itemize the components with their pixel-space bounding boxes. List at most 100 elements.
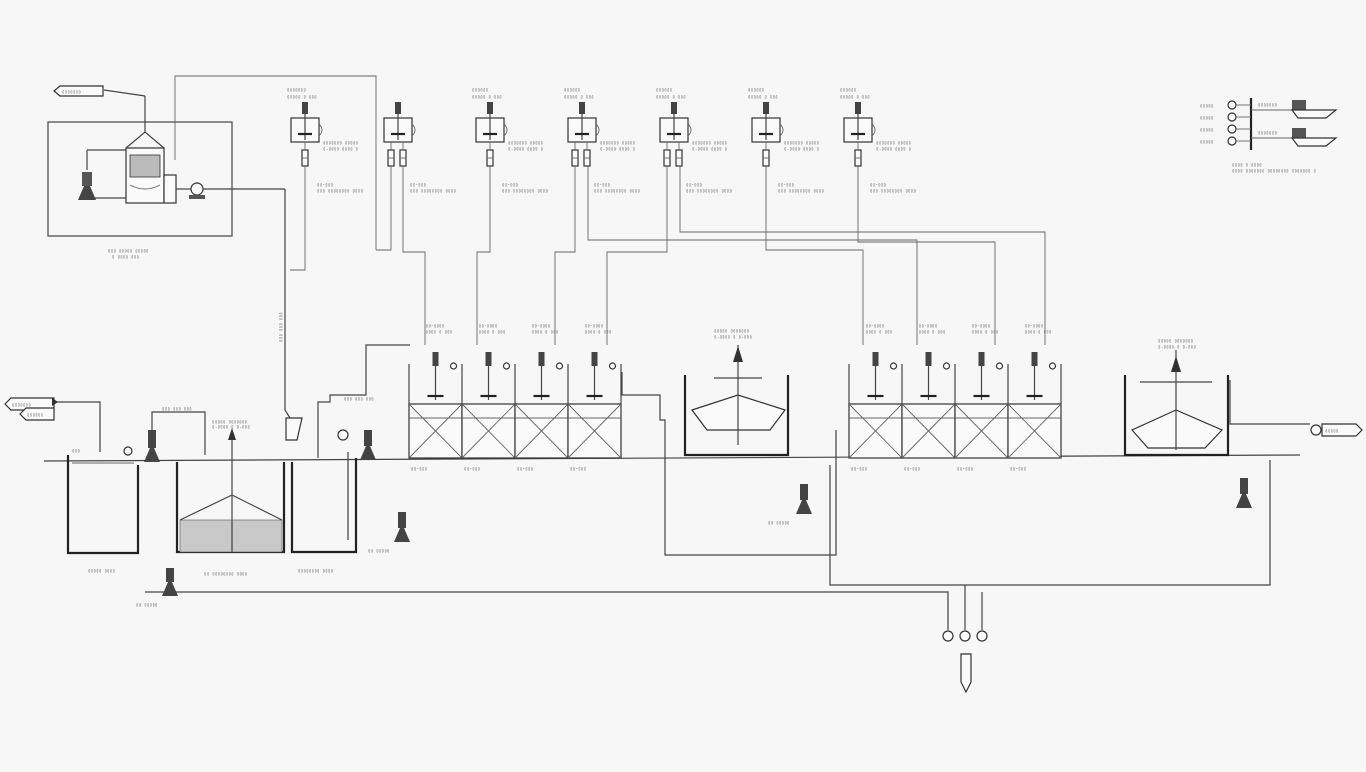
train2-tank-2: ▯▯-▯▯▯▯▯▯▯▯ ▯ ▯▯▯ ▯▯-▯▯▯ <box>901 324 956 472</box>
agitator-motor-icon <box>855 102 861 114</box>
pump-tag-2: ▯▯ ▯▯▯▯▯ <box>136 603 158 608</box>
clarifier-3: ▯▯▯▯▯ ▯▯▯▯▯▯▯ ▯.▯▯▯▯ ▯ ▯.▯▯▯ <box>1123 339 1230 457</box>
dosing-lines <box>290 166 1046 345</box>
dosing-line-2 <box>376 166 392 251</box>
legend-pump-1: ▯▯▯▯▯▯▯ <box>1251 100 1338 119</box>
train2-mixer-tag-1: ▯▯-▯▯▯▯ <box>866 324 885 329</box>
transfer-pump-1-icon <box>144 430 160 462</box>
outlet-tag: ▯▯▯▯▯ <box>1310 423 1363 437</box>
sludge-tank-tag: ▯▯▯▯▯▯▯▯ ▯▯▯▯ <box>298 569 333 574</box>
pump-spec-3: ▯.▯▯▯▯ ▯▯▯▯ ▯ <box>508 147 543 152</box>
pipe-label-2: ▯▯▯ ▯▯▯ ▯▯▯ <box>344 397 374 402</box>
legend-pump-2: ▯▯▯▯▯▯▯ <box>1251 128 1338 147</box>
legend-valve-icon <box>1227 112 1237 122</box>
train1-mixer-spec-4: ▯▯▯▯ ▯ ▯▯▯ <box>585 330 612 335</box>
legend-caption-2: ▯▯▯▯ ▯▯▯▯▯▯▯ ▯▯▯▯▯▯▯▯ ▯▯▯▯▯▯▯ ▯ <box>1232 169 1316 174</box>
exhaust-outlet-tag: ▯▯▯▯▯▯▯ <box>53 85 104 97</box>
train1-mixer-tag-3: ▯▯-▯▯▯▯ <box>532 324 551 329</box>
train1-tank-tag-2: ▯▯-▯▯▯ <box>464 467 480 472</box>
dosing-name-5: ▯▯▯▯▯▯ <box>656 88 672 93</box>
train2-tank-4: ▯▯-▯▯▯▯▯▯▯▯ ▯ ▯▯▯▯▯-▯▯▯ <box>1007 324 1062 472</box>
train2-mixer-tag-2: ▯▯-▯▯▯▯ <box>919 324 938 329</box>
pipe-label-vent: ▯▯▯ ▯▯▯ ▯▯▯ <box>279 312 284 342</box>
train1-tank-1: ▯▯-▯▯▯▯▯▯▯▯ ▯ ▯▯▯▯▯-▯▯▯ <box>408 324 463 472</box>
legend-pump-icon <box>1292 128 1306 138</box>
train1-tank-tag-4: ▯▯-▯▯▯ <box>570 467 586 472</box>
clarifier-1-name: ▯▯▯▯▯ ▯▯▯▯▯▯▯ <box>212 420 247 425</box>
train2-tank-tag-3: ▯▯-▯▯▯ <box>957 467 973 472</box>
dosing-spec-6: ▯▯▯▯▯ ▯ ▯▯▯ <box>748 95 778 100</box>
dosing-name-7: ▯▯▯▯▯▯ <box>840 88 856 93</box>
clarifier-1: ▯▯▯▯▯ ▯▯▯▯▯▯▯ ▯.▯▯▯▯ ▯ ▯.▯▯▯ ▯▯ ▯▯▯▯▯▯▯▯… <box>175 420 286 577</box>
mixer-motor-icon <box>538 352 545 366</box>
train2-tank-3: ▯▯-▯▯▯▯▯▯▯▯ ▯ ▯▯▯▯▯-▯▯▯ <box>954 324 1009 472</box>
dosing-spec-3: ▯▯▯▯▯ ▯ ▯▯▯ <box>472 95 502 100</box>
train2-tank-1: ▯▯-▯▯▯▯▯▯▯▯ ▯ ▯▯▯ ▯▯-▯▯▯ <box>848 324 903 472</box>
pump-name-7: ▯▯▯▯▯▯▯ ▯▯▯▯▯ <box>876 141 911 146</box>
mixer-motor-icon <box>485 352 492 366</box>
dosing-line-5 <box>554 166 576 345</box>
clarifier-3-name: ▯▯▯▯▯ ▯▯▯▯▯▯▯ <box>1158 339 1193 344</box>
clarifier-3-spec: ▯.▯▯▯▯ ▯ ▯.▯▯▯ <box>1158 345 1196 350</box>
train2-tank-tag-2: ▯▯-▯▯▯ <box>904 467 920 472</box>
outlet-label: ▯▯▯▯▯ <box>1325 429 1339 434</box>
mixer-motor-icon <box>978 352 985 366</box>
inlet-tags: ▯▯▯▯▯▯▯ ▯▯▯▯▯▯ <box>4 397 101 452</box>
dosing-tag-desc-5: ▯▯▯ ▯▯▯▯▯▯▯▯ ▯▯▯▯ <box>686 189 732 194</box>
dosing-name-4: ▯▯▯▯▯▯ <box>564 88 580 93</box>
dosing-name-1: ▯▯▯▯▯▯▯ <box>287 88 306 93</box>
dosing-spec-7: ▯▯▯▯▯ ▯ ▯▯▯ <box>840 95 870 100</box>
pump-spec-5: ▯.▯▯▯▯ ▯▯▯▯ ▯ <box>692 147 727 152</box>
dosing-line-7 <box>606 166 668 345</box>
dosing-line-9 <box>765 166 864 345</box>
pump-tag-1: ▯▯ ▯▯▯▯▯ <box>368 549 390 554</box>
sludge-valves <box>942 630 988 642</box>
legend-valve-icon <box>1227 124 1237 134</box>
agitator-motor-icon <box>671 102 677 114</box>
dosing-tag-5: ▯▯-▯▯▯ <box>686 183 702 188</box>
train1-tank-4: ▯▯-▯▯▯▯▯▯▯▯ ▯ ▯▯▯ ▯▯-▯▯▯ <box>567 324 622 472</box>
train2-mixer-spec-1: ▯▯▯▯ ▯ ▯▯▯ <box>866 330 893 335</box>
legend-block: ▯▯▯▯▯▯▯▯▯▯▯▯▯▯▯▯▯▯▯▯▯▯▯▯▯▯▯▯▯▯▯▯▯▯ ▯▯▯▯ … <box>1200 98 1338 174</box>
mixer-motor-icon <box>872 352 879 366</box>
pump-spec-7: ▯.▯▯▯▯ ▯▯▯▯ ▯ <box>876 147 911 152</box>
clarifier-2-name: ▯▯▯▯▯ ▯▯▯▯▯▯▯ <box>714 329 749 334</box>
legend-pump-icon <box>1292 100 1306 110</box>
equalization-tank: ▯▯▯ ▯▯▯▯▯ ▯▯▯▯ <box>66 446 140 574</box>
train1-mixer-tag-4: ▯▯-▯▯▯▯ <box>585 324 604 329</box>
train1-mixer-spec-2: ▯▯▯▯ ▯ ▯▯▯ <box>479 330 506 335</box>
legend-item-2: ▯▯▯▯▯ <box>1200 112 1251 122</box>
train2-mixer-tag-4: ▯▯-▯▯▯▯ <box>1025 324 1044 329</box>
legend-item-3: ▯▯▯▯▯ <box>1200 124 1251 134</box>
pump-name-1: ▯▯▯▯▯▯▯ ▯▯▯▯▯ <box>323 141 358 146</box>
scrubber-package <box>47 89 285 237</box>
dosing-tag-6: ▯▯-▯▯▯ <box>778 183 794 188</box>
dosing-line-4 <box>476 166 491 345</box>
dosing-unit-2: ▯▯-▯▯▯▯▯▯ ▯▯▯▯▯▯▯▯ ▯▯▯▯ <box>383 102 456 194</box>
mixer-motor-icon <box>591 352 598 366</box>
train2-mixer-spec-2: ▯▯▯▯ ▯ ▯▯▯ <box>919 330 946 335</box>
svg-text:▯▯▯▯▯: ▯▯▯▯▯ <box>1200 104 1214 109</box>
dosing-tag-desc-7: ▯▯▯ ▯▯▯▯▯▯▯▯ ▯▯▯▯ <box>870 189 916 194</box>
legend-valve-icon <box>1227 136 1237 146</box>
agitator-motor-icon <box>302 102 308 114</box>
sludge-pump-4-icon <box>796 484 812 514</box>
sludge-outlet-arrow-icon <box>960 653 972 694</box>
clarifier-2-spec: ▯.▯▯▯▯ ▯ ▯.▯▯▯ <box>714 335 752 340</box>
legend-caption-1: ▯▯▯▯ ▯ ▯▯▯▯ <box>1232 163 1262 168</box>
pump-spec-6: ▯.▯▯▯▯ ▯▯▯▯ ▯ <box>784 147 819 152</box>
pump-tag-3: ▯▯ ▯▯▯▯▯ <box>768 521 790 526</box>
dosing-unit-5: ▯▯▯▯▯▯▯▯▯▯▯ ▯ ▯▯▯▯▯▯▯▯▯▯ ▯▯▯▯▯▯.▯▯▯▯ ▯▯▯… <box>656 88 732 194</box>
sludge-pump-1-icon <box>360 430 376 460</box>
dosing-tag-desc-3: ▯▯▯ ▯▯▯▯▯▯▯▯ ▯▯▯▯ <box>502 189 548 194</box>
train2-mixer-spec-4: ▯▯▯▯ ▯ ▯▯▯ <box>1025 330 1052 335</box>
agitator-motor-icon <box>579 102 585 114</box>
inlet-label-2: ▯▯▯▯▯▯ <box>27 413 43 418</box>
level-tag: ▯▯▯ <box>72 449 80 454</box>
train2-tank-tag-1: ▯▯-▯▯▯ <box>851 467 867 472</box>
reaction-train-2: ▯▯-▯▯▯▯▯▯▯▯ ▯ ▯▯▯▯▯-▯▯▯▯▯-▯▯▯▯▯▯▯▯ ▯ ▯▯▯… <box>848 324 1062 472</box>
dosing-tag-2: ▯▯-▯▯▯ <box>410 183 426 188</box>
dosing-spec-1: ▯▯▯▯▯ ▯ ▯▯▯ <box>287 95 317 100</box>
svg-text:▯▯▯▯▯: ▯▯▯▯▯ <box>1200 140 1214 145</box>
